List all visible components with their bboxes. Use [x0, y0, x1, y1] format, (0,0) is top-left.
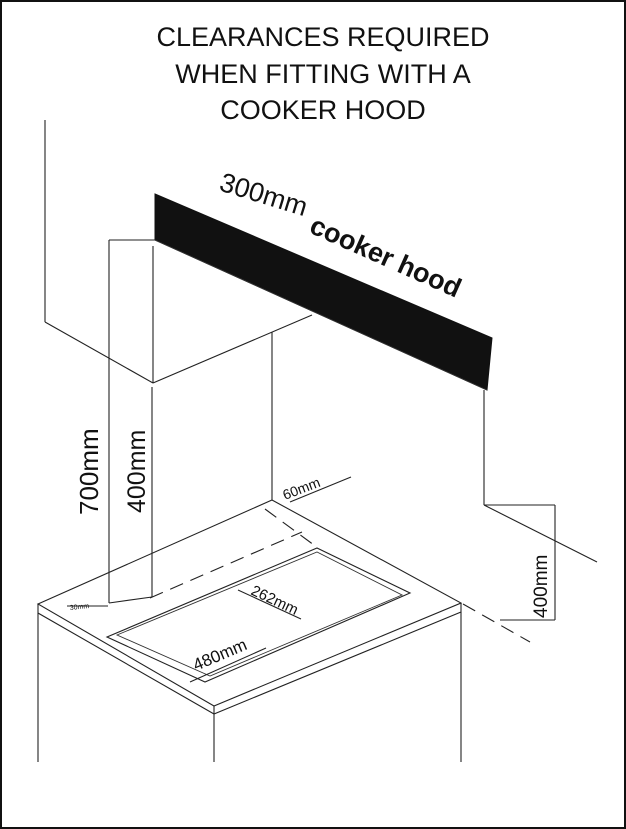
worktop-and-cabinet: [36, 499, 463, 762]
front-gap-label: 30mm: [69, 603, 89, 612]
clearance-lines: [108, 239, 556, 621]
rear-gap-label: 60mm: [280, 474, 322, 503]
clearance-400-left-label: 400mm: [123, 430, 151, 513]
clearance-400-right-label: 400mm: [531, 555, 552, 618]
title-line-3: COOKER HOOD: [220, 95, 426, 125]
cooker-hood: [154, 193, 493, 391]
hob-cutout: [105, 547, 412, 683]
title-line-1: CLEARANCES REQUIRED: [156, 22, 489, 52]
clearance-700-label: 700mm: [74, 428, 104, 515]
dimension-marks: [67, 476, 352, 683]
projection-lines: [149, 508, 531, 643]
title-line-2: WHEN FITTING WITH A: [175, 59, 470, 89]
wall-outline: [44, 120, 598, 563]
hood-depth-label: 300mm: [216, 167, 311, 222]
cutout-depth-label: 262mm: [248, 582, 301, 619]
